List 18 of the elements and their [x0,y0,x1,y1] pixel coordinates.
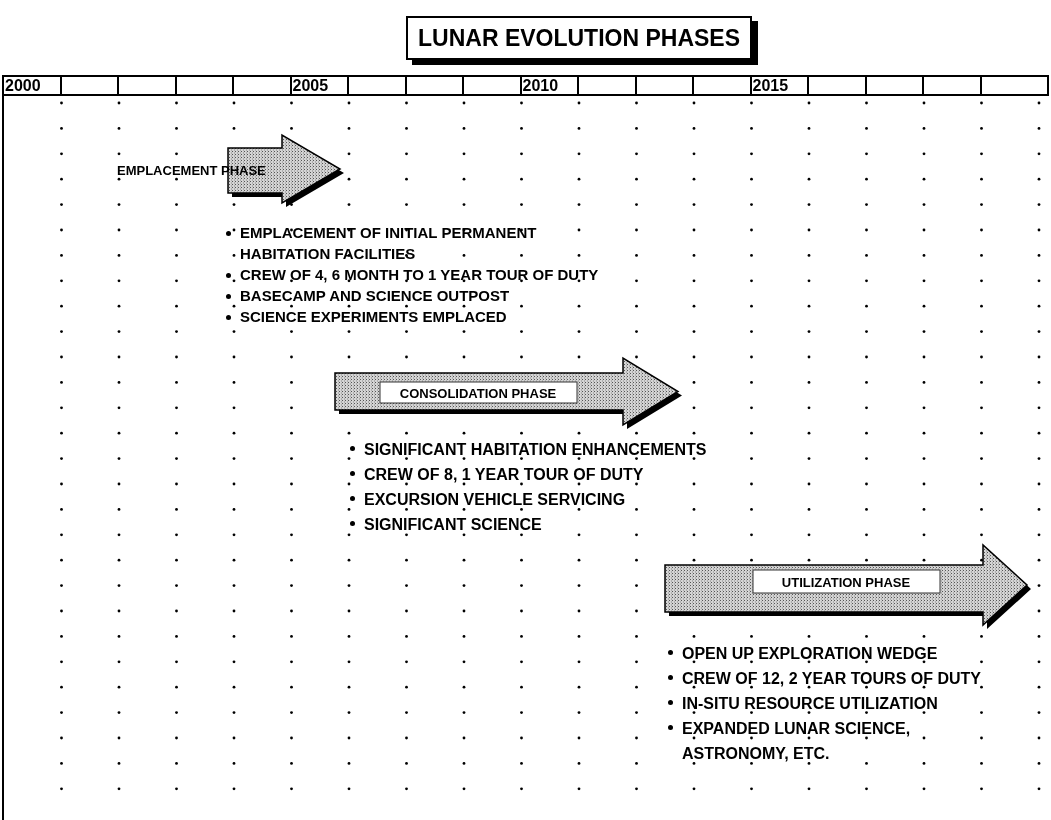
bullet-text: SIGNIFICANT HABITATION ENHANCEMENTS [364,440,707,460]
bullet-text: EMPLACEMENT OF INITIAL PERMANENT HABITATION FACILITIES [240,223,538,264]
bullet-text: EXCURSION VEHICLE SERVICING [364,490,626,510]
year-label: 2015 [752,76,789,95]
bullet-text: SIGNIFICANT SCIENCE [364,515,542,535]
bullet-text: CREW OF 8, 1 YEAR TOUR OF DUTY [364,465,644,485]
year-label: 2005 [292,76,329,95]
bullet-text: SCIENCE EXPERIMENTS EMPLACED [240,307,507,327]
bullet-text: BASECAMP AND SCIENCE OUTPOST [240,286,510,306]
year-label: 2000 [5,76,41,95]
phase-label: CONSOLIDATION PHASE [399,386,557,400]
bullet-text: OPEN UP EXPLORATION WEDGE [682,644,938,664]
bullet-text: EXPANDED LUNAR SCIENCE, ASTRONOMY, ETC. [682,719,912,764]
phase-label: UTILIZATION PHASE [781,575,911,589]
year-label: 2010 [522,76,559,95]
bullet-text: IN-SITU RESOURCE UTILIZATION [682,694,938,714]
bullet-text: CREW OF 4, 6 MONTH TO 1 YEAR TOUR OF DUTY [240,265,599,285]
bullet-text: CREW OF 12, 2 YEAR TOURS OF DUTY [682,669,981,689]
